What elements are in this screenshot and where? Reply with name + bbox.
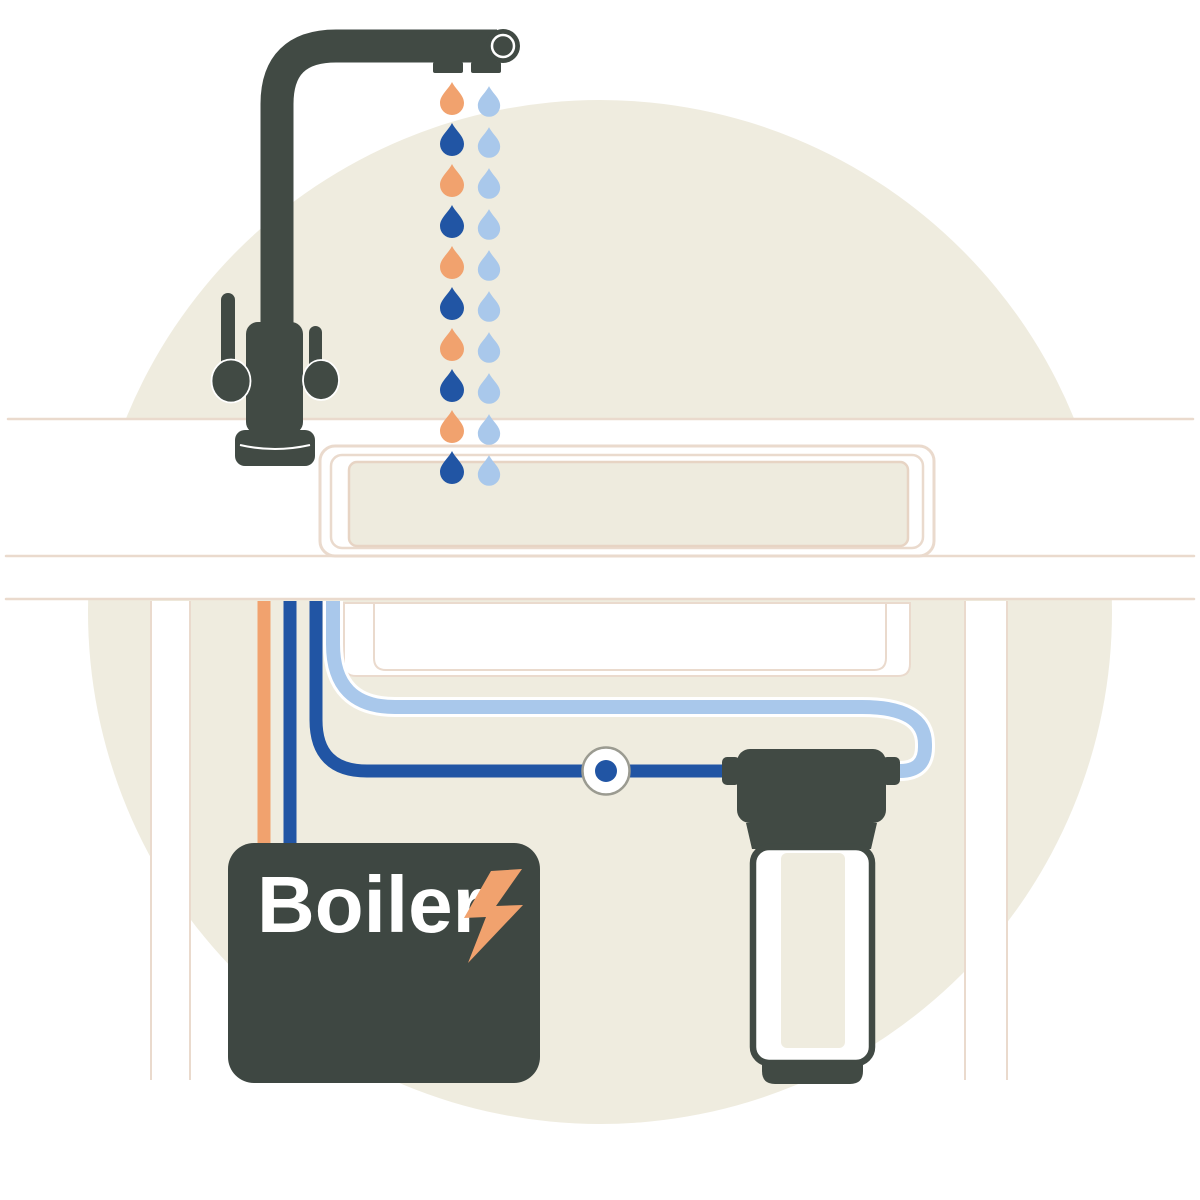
drops-column-right (477, 86, 501, 486)
water-drop-orange (440, 410, 464, 443)
water-drop-dark-blue (440, 205, 464, 238)
pipes (257, 601, 935, 845)
water-drop-light-blue (477, 250, 501, 281)
sink-rim-outer (318, 444, 936, 558)
filter-inlet-nub (722, 757, 740, 785)
cold-water-pipe (309, 601, 723, 778)
shutoff-valve (581, 746, 631, 796)
water-drop-dark-blue (440, 287, 464, 320)
boiler-label: Boiler (257, 860, 484, 949)
sink-underside (343, 602, 911, 677)
water-drop-light-blue (477, 127, 501, 158)
cabinet-frame (150, 601, 1008, 1080)
faucet-spout (260, 29, 497, 445)
water-drop-light-blue (477, 291, 501, 322)
water-drop-dark-blue (440, 369, 464, 402)
faucet-base-highlight (239, 444, 311, 450)
filtered-water-pipe (326, 601, 932, 778)
boiler: Boiler (228, 843, 540, 1083)
water-drop-light-blue (477, 332, 501, 363)
filter-collar (746, 823, 877, 849)
faucet-handle-right-hub (302, 359, 340, 401)
water-drop-orange (440, 328, 464, 361)
water-drop-orange (440, 164, 464, 197)
water-drop-orange (440, 82, 464, 115)
water-drop-light-blue (477, 86, 501, 117)
sink-basin (347, 460, 910, 548)
sink-underside-box (343, 602, 911, 677)
faucet (210, 29, 520, 466)
water-drop-light-blue (477, 373, 501, 404)
cabinet-slot-left (152, 601, 189, 1079)
cabinet-slot-right (966, 601, 1006, 1079)
faucet-nozzle-left (433, 62, 463, 73)
faucet-spout-end-ring (490, 33, 516, 59)
filter-bottom-cap (762, 1061, 863, 1084)
boiler-box (228, 843, 540, 1083)
water-drop-light-blue (477, 168, 501, 199)
water-drop-light-blue (477, 414, 501, 445)
faucet-nozzle-right (471, 62, 501, 73)
faucet-body (246, 322, 303, 434)
sink (318, 444, 936, 558)
water-drop-orange (440, 246, 464, 279)
water-drop-light-blue (477, 455, 501, 486)
sink-rim-inner (329, 453, 925, 550)
water-drop-light-blue (477, 209, 501, 240)
filter-cartridge (781, 853, 845, 1048)
filter-head (737, 749, 886, 823)
valve-knob (595, 760, 617, 782)
drops-column-left (440, 82, 464, 484)
water-drop-dark-blue (440, 123, 464, 156)
water-filter (722, 749, 900, 1084)
filter-outlet-nub (882, 757, 900, 785)
faucet-handle-left-hub (210, 358, 252, 404)
lightning-bolt-icon (464, 869, 523, 963)
sink-underside-inner-line (373, 603, 887, 671)
water-drop-dark-blue (440, 451, 464, 484)
